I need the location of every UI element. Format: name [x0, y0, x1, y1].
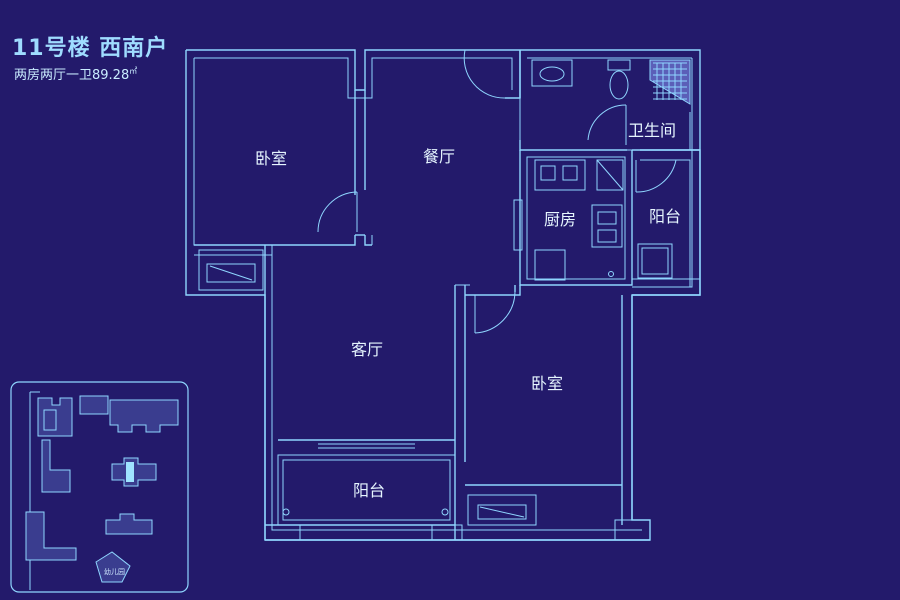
- label-balcony-bottom: 阳台: [353, 481, 385, 500]
- kitchen: [513, 150, 633, 286]
- unit-type-area: 两房两厅一卫89.28: [14, 68, 130, 83]
- label-balcony-right: 阳台: [649, 207, 681, 226]
- bathroom: [519, 49, 701, 151]
- shower-grid: [653, 62, 687, 100]
- area-unit: ㎡: [129, 66, 138, 76]
- outer-walls: [185, 49, 701, 541]
- unit-summary: 两房两厅一卫89.28㎡: [14, 64, 137, 83]
- label-kitchen: 厨房: [544, 210, 576, 229]
- label-bedroom-left: 卧室: [255, 149, 287, 168]
- label-dining: 餐厅: [423, 147, 455, 166]
- label-living: 客厅: [351, 340, 383, 359]
- balcony-right: [632, 149, 701, 296]
- building-title: 11号楼 西南户: [12, 36, 169, 61]
- label-bedroom-right: 卧室: [531, 374, 563, 393]
- bedroom-right-walls: [465, 285, 633, 526]
- label-bathroom: 卫生间: [628, 121, 676, 140]
- bedroom-left-walls: [194, 90, 372, 291]
- balcony-bottom: [264, 454, 651, 541]
- entry-door: [463, 49, 520, 99]
- site-plan-inset: 幼儿园: [10, 381, 189, 593]
- kindergarten-label: 幼儿园: [104, 567, 125, 576]
